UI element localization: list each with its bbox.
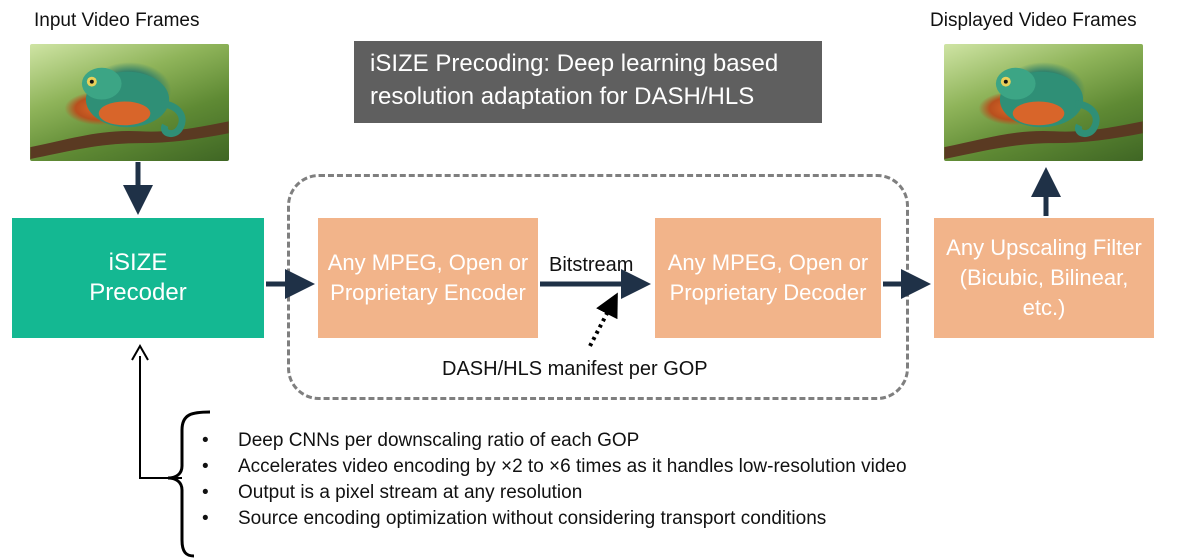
bullet-item: Deep CNNs per downscaling ratio of each … xyxy=(198,428,907,454)
title-line-2: resolution adaptation for DASH/HLS xyxy=(370,83,755,110)
bitstream-label: Bitstream xyxy=(549,254,634,276)
feedback-arrowhead xyxy=(131,343,149,361)
upscaler-text: Any Upscaling Filter (Bicubic, Bilinear,… xyxy=(946,235,1142,320)
input-frame-image xyxy=(30,44,229,161)
decoder-text: Any MPEG, Open or Proprietary Decoder xyxy=(667,250,869,305)
manifest-label: DASH/HLS manifest per GOP xyxy=(442,358,708,380)
input-frames-label: Input Video Frames xyxy=(34,10,200,31)
displayed-frames-label: Displayed Video Frames xyxy=(930,10,1137,31)
bullet-item: Source encoding optimization without con… xyxy=(198,506,907,532)
upscaler-box: Any Upscaling Filter (Bicubic, Bilinear,… xyxy=(934,218,1154,338)
arrow-manifest-dotted xyxy=(588,292,618,347)
encoder-box: Any MPEG, Open or Proprietary Encoder xyxy=(318,218,538,338)
curly-brace xyxy=(167,410,211,558)
encoder-text: Any MPEG, Open or Proprietary Encoder xyxy=(327,250,529,305)
chameleon-photo-icon xyxy=(30,67,229,160)
displayed-frame-image xyxy=(944,44,1143,161)
bullet-item: Accelerates video encoding by ×2 to ×6 t… xyxy=(198,454,907,480)
feature-bullet-list: Deep CNNs per downscaling ratio of each … xyxy=(198,428,907,532)
title-box: iSIZE Precoding: Deep learning based res… xyxy=(354,41,822,123)
bullet-item: Output is a pixel stream at any resoluti… xyxy=(198,480,907,506)
title-line-1: iSIZE Precoding: Deep learning based xyxy=(370,50,779,77)
precoder-line-2: Precoder xyxy=(89,279,187,306)
chameleon-photo-icon xyxy=(944,67,1143,160)
precoder-line-1: iSIZE xyxy=(108,249,168,276)
feedback-line xyxy=(139,356,182,479)
decoder-box: Any MPEG, Open or Proprietary Decoder xyxy=(655,218,881,338)
isize-precoder-box: iSIZE Precoder xyxy=(12,218,264,338)
